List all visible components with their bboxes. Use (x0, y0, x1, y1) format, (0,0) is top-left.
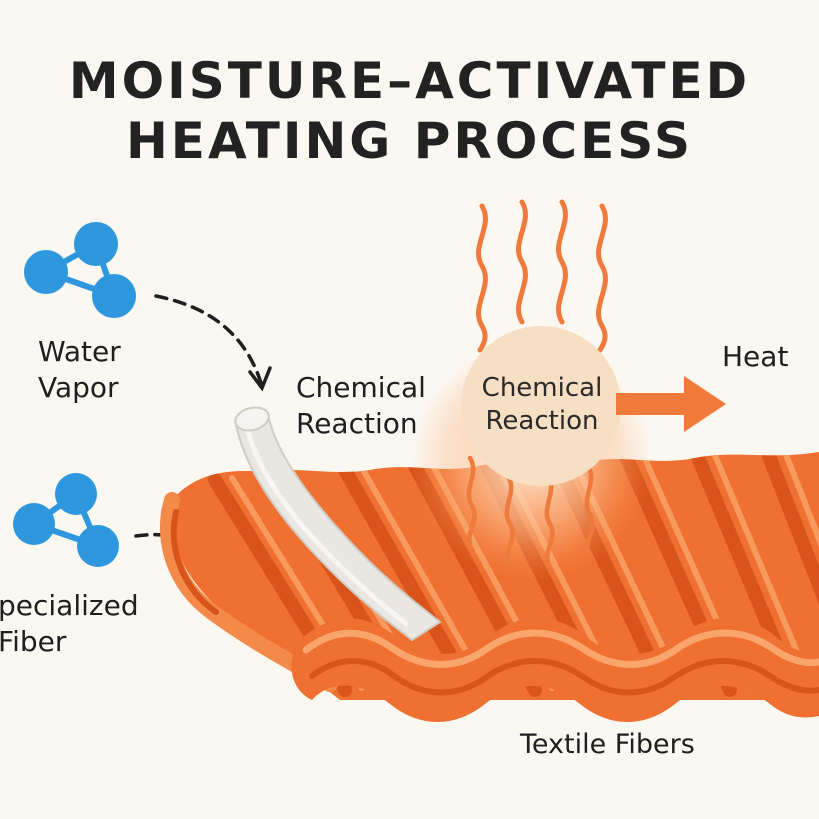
water-vapor-label-line-2: Vapor (38, 371, 119, 404)
dashed-curved-arrow-icon (154, 294, 272, 392)
chemical-reaction-label-line-2: Reaction (296, 407, 418, 440)
specialized-fiber-label-line-2: Fiber (0, 625, 67, 658)
molecule-icon (24, 222, 136, 318)
specialized-fiber-label: pecialized Fiber (0, 588, 139, 660)
title-line-1: MOISTURE–ACTIVATED (68, 52, 751, 110)
molecule-icon (13, 473, 119, 567)
water-vapor-label: Water Vapor (38, 334, 121, 406)
specialized-fiber-strand (234, 406, 442, 642)
reaction-circle-label-line-1: Chemical (481, 373, 603, 403)
heat-wave-icon (466, 455, 595, 565)
chemical-reaction-label-line-1: Chemical (296, 371, 426, 404)
heat-wave-icon (476, 199, 608, 353)
reaction-circle (461, 326, 621, 486)
textile-fibers-label: Textile Fibers (520, 729, 695, 760)
chemical-reaction-label: Chemical Reaction (296, 370, 426, 442)
reaction-circle-label: Chemical Reaction (462, 372, 622, 438)
heat-label: Heat (722, 340, 789, 373)
title-line-2: HEATING PROCESS (125, 112, 694, 170)
water-vapor-label-line-1: Water (38, 335, 121, 368)
specialized-fiber-label-line-1: pecialized (0, 589, 139, 622)
reaction-circle-label-line-2: Reaction (485, 406, 599, 436)
arrow-right-icon (616, 376, 726, 432)
